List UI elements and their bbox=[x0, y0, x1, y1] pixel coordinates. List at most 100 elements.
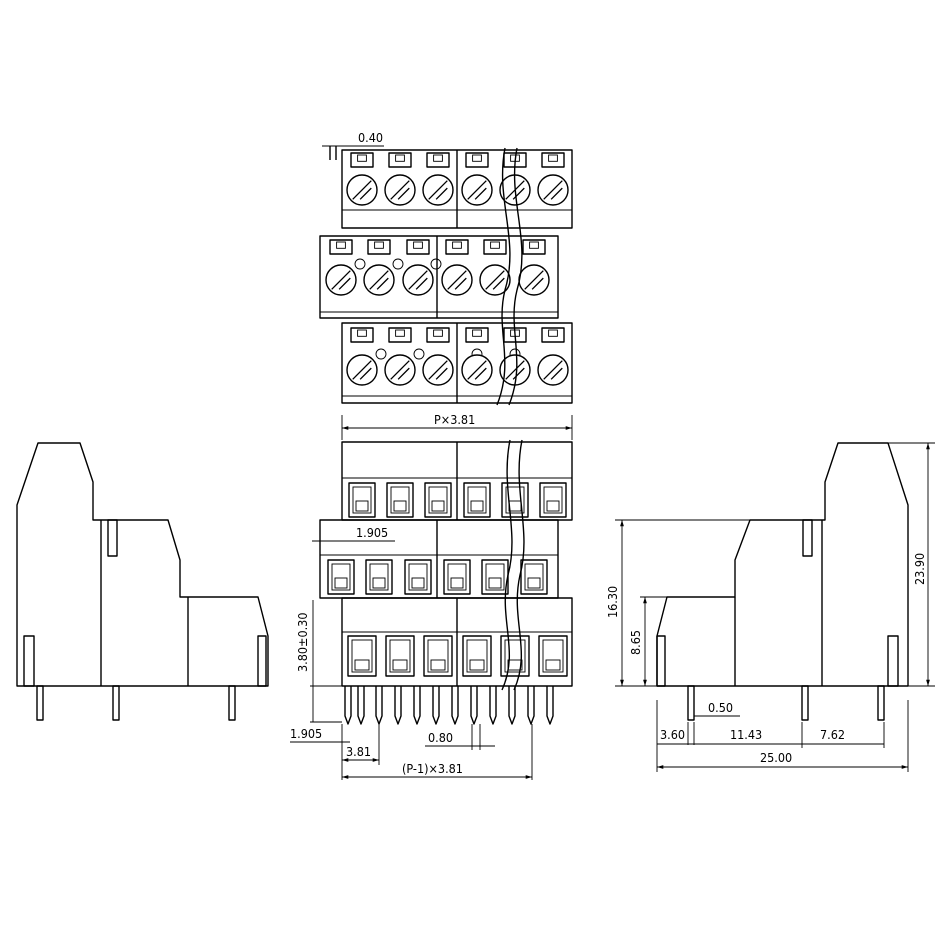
dim-depth-b: 11.43 bbox=[730, 727, 762, 742]
screw-slot bbox=[454, 277, 467, 290]
front-view bbox=[319, 439, 573, 725]
push-button-tab bbox=[452, 241, 462, 249]
wire-entry-slot bbox=[423, 635, 453, 677]
push-button bbox=[541, 152, 565, 168]
wire-entry-clamp bbox=[354, 659, 370, 671]
screw-slot bbox=[408, 270, 428, 290]
push-button-tab bbox=[413, 241, 423, 249]
screw-slot bbox=[428, 180, 448, 200]
right-pin bbox=[877, 685, 885, 721]
screw-slot bbox=[352, 360, 372, 380]
wire-entry-inner bbox=[390, 486, 410, 514]
wire-entry-clamp bbox=[392, 659, 408, 671]
solder-pin bbox=[546, 686, 554, 725]
wire-entry-clamp bbox=[334, 577, 348, 589]
break-line-top bbox=[496, 147, 511, 406]
wire-entry-clamp bbox=[488, 577, 502, 589]
wire-entry-clamp bbox=[546, 500, 560, 512]
wire-entry-clamp bbox=[411, 577, 425, 589]
wire-entry-clamp bbox=[470, 500, 484, 512]
wire-entry-slot bbox=[365, 559, 393, 595]
push-button bbox=[445, 239, 469, 255]
left-side-view bbox=[16, 442, 269, 721]
push-button bbox=[367, 239, 391, 255]
wire-entry-clamp bbox=[393, 500, 407, 512]
push-button bbox=[465, 327, 489, 343]
dim-top-offset: 0.40 bbox=[358, 130, 383, 145]
wire-hole bbox=[430, 258, 442, 270]
wire-entry-inner bbox=[427, 639, 449, 673]
screw-slot bbox=[512, 367, 525, 380]
screw-slot bbox=[531, 277, 544, 290]
wire-entry-slot bbox=[462, 635, 492, 677]
screw-slot bbox=[492, 277, 505, 290]
front-view-upper-tier bbox=[341, 441, 573, 521]
front-view-lower-tier bbox=[341, 597, 573, 687]
push-button bbox=[329, 239, 353, 255]
screw-slot bbox=[485, 270, 505, 290]
push-button-tab bbox=[472, 154, 482, 162]
left-side-outline bbox=[16, 442, 269, 687]
left-pin bbox=[36, 685, 44, 721]
wire-entry-inner bbox=[352, 486, 372, 514]
wire-entry-clamp bbox=[507, 659, 523, 671]
wire-entry-inner bbox=[467, 486, 487, 514]
wire-entry-inner bbox=[524, 563, 544, 591]
wire-entry-slot bbox=[347, 635, 377, 677]
screw-slot bbox=[376, 277, 389, 290]
screw-slot bbox=[524, 270, 544, 290]
push-button-tab bbox=[529, 241, 539, 249]
wire-entry-clamp bbox=[430, 659, 446, 671]
dimension-lines: 0.40 P×3.81 1.905 3.80±0.30 1.905 3.81 0… bbox=[290, 130, 935, 780]
wire-entry-inner bbox=[351, 639, 373, 673]
push-button-tab bbox=[395, 329, 405, 337]
wire-entry-slot bbox=[348, 482, 376, 518]
push-button bbox=[426, 327, 450, 343]
wire-entry-inner bbox=[428, 486, 448, 514]
wire-hole bbox=[392, 258, 404, 270]
wire-entry-slot bbox=[501, 482, 529, 518]
screw-slot bbox=[550, 367, 563, 380]
wire-entry-clamp bbox=[372, 577, 386, 589]
dim-total-height: 23.90 bbox=[912, 553, 927, 585]
dim-depth-a: 3.60 bbox=[660, 727, 685, 742]
wire-hole bbox=[413, 348, 425, 360]
solder-pin bbox=[357, 686, 365, 725]
dim-half-pitch-bottom: 1.905 bbox=[290, 726, 322, 741]
left-pin bbox=[228, 685, 236, 721]
wire-entry-slot bbox=[424, 482, 452, 518]
push-button-tab bbox=[357, 154, 367, 162]
push-button bbox=[483, 239, 507, 255]
wire-entry-slot bbox=[327, 559, 355, 595]
solder-pin bbox=[489, 686, 497, 725]
push-button bbox=[426, 152, 450, 168]
screw-slot bbox=[543, 360, 563, 380]
push-button bbox=[388, 152, 412, 168]
push-button bbox=[350, 327, 374, 343]
push-button-tab bbox=[490, 241, 500, 249]
screw-slot bbox=[359, 187, 372, 200]
right-side-outline bbox=[656, 442, 909, 687]
screw-slot bbox=[467, 180, 487, 200]
top-view bbox=[319, 146, 573, 406]
screw-slot bbox=[397, 367, 410, 380]
right-pin bbox=[801, 685, 809, 721]
dim-pin-span: (P-1)×3.81 bbox=[402, 761, 463, 776]
push-button-tab bbox=[433, 154, 443, 162]
push-button bbox=[465, 152, 489, 168]
push-button bbox=[541, 327, 565, 343]
push-button-tab bbox=[374, 241, 384, 249]
push-button-tab bbox=[336, 241, 346, 249]
screw-slot bbox=[474, 187, 487, 200]
wire-hole bbox=[354, 258, 366, 270]
wire-entry-inner bbox=[504, 639, 526, 673]
solder-pin bbox=[451, 686, 459, 725]
wire-entry-clamp bbox=[431, 500, 445, 512]
dim-depth-total: 25.00 bbox=[760, 750, 792, 765]
wire-entry-inner bbox=[389, 639, 411, 673]
wire-entry-inner bbox=[447, 563, 467, 591]
screw-slot bbox=[505, 360, 525, 380]
wire-entry-slot bbox=[404, 559, 432, 595]
push-button bbox=[522, 239, 546, 255]
wire-entry-clamp bbox=[527, 577, 541, 589]
